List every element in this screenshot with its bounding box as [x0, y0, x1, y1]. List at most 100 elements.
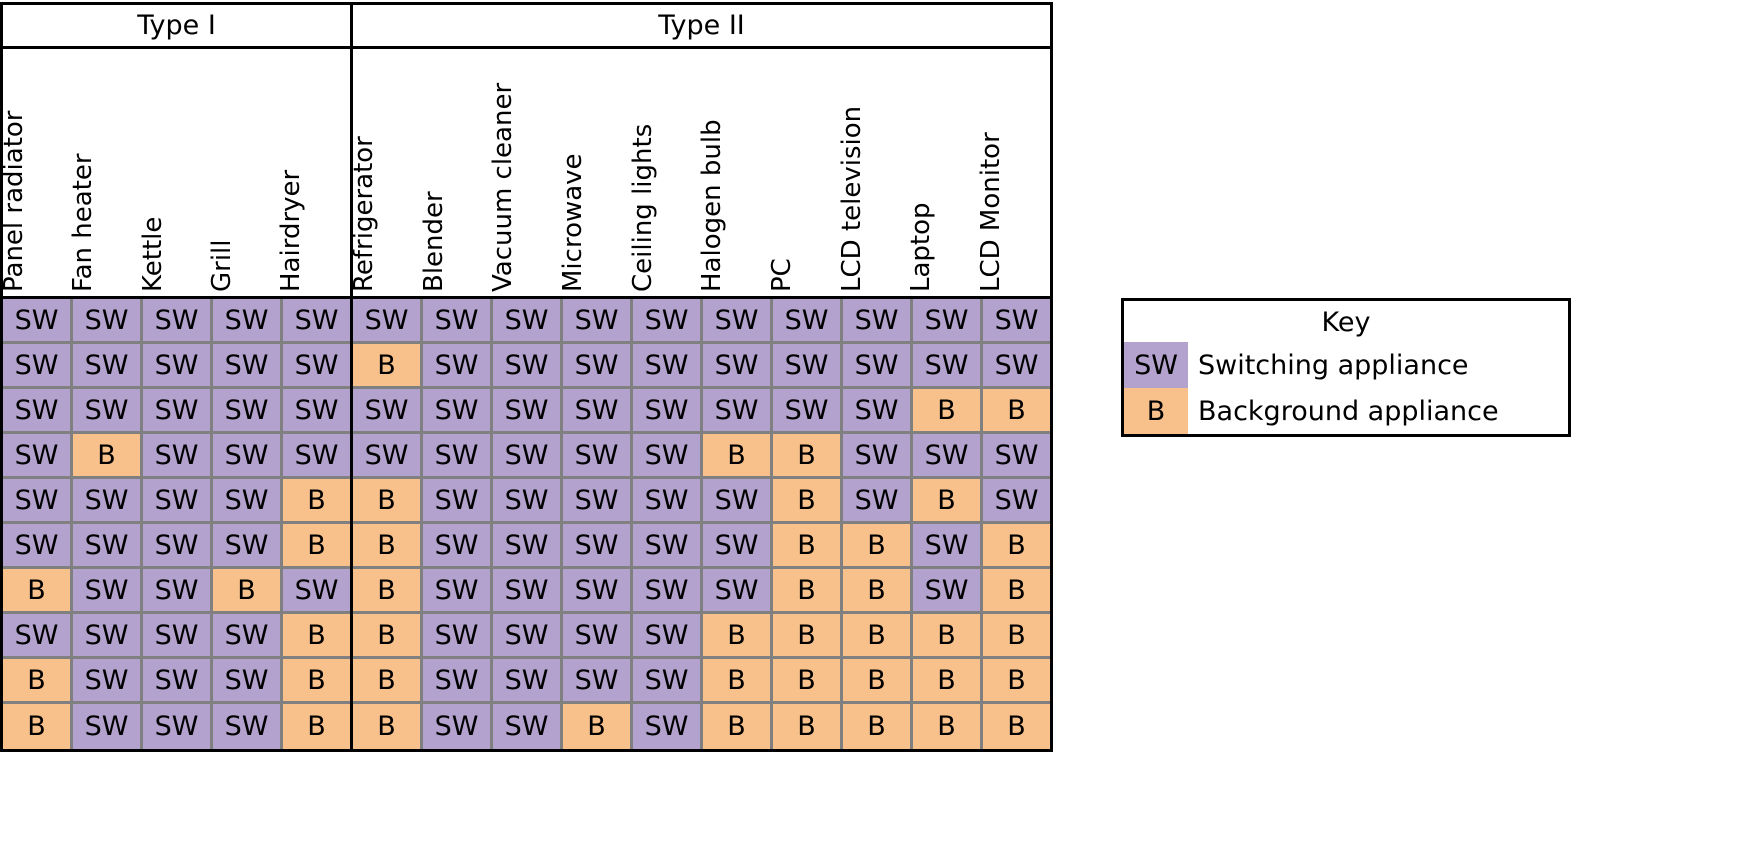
matrix-cell: SW — [633, 299, 703, 344]
matrix-cell: B — [283, 704, 350, 749]
matrix-cell: B — [843, 614, 913, 659]
matrix-cell: B — [913, 389, 983, 434]
matrix-cell: SW — [423, 704, 493, 749]
group-header-row: Type I Type II — [3, 5, 1050, 49]
appliance-matrix-table: Type I Type II Panel radiator Fan heater… — [0, 2, 1053, 752]
matrix-cell: SW — [563, 479, 633, 524]
matrix-cell: SW — [563, 614, 633, 659]
matrix-cell: SW — [73, 614, 143, 659]
column-header-label: Panel radiator — [0, 110, 29, 292]
matrix-cell: B — [703, 659, 773, 704]
matrix-cell: SW — [283, 569, 350, 614]
matrix-cell: B — [283, 659, 350, 704]
column-header-label: LCD Monitor — [976, 132, 1007, 292]
matrix-cell: SW — [3, 434, 73, 479]
matrix-cell: SW — [843, 389, 913, 434]
matrix-cell: B — [983, 704, 1050, 749]
matrix-cell: SW — [703, 479, 773, 524]
matrix-cell: B — [843, 659, 913, 704]
matrix-cell: SW — [983, 299, 1050, 344]
key-label-background: Background appliance — [1198, 395, 1499, 427]
matrix-cell: SW — [493, 704, 563, 749]
column-header-pc: PC — [767, 49, 841, 296]
column-header-label: LCD television — [836, 105, 867, 292]
matrix-cell: SW — [633, 704, 703, 749]
matrix-cell: SW — [73, 389, 143, 434]
column-header-label: Halogen bulb — [697, 119, 728, 292]
column-header-lcd-monitor: LCD Monitor — [976, 49, 1050, 296]
matrix-cell: SW — [353, 299, 423, 344]
matrix-cell: SW — [563, 434, 633, 479]
matrix-cell: SW — [703, 299, 773, 344]
matrix-cell: SW — [213, 524, 283, 569]
column-header-label: Fan heater — [68, 153, 99, 292]
group-header-type-ii: Type II — [353, 5, 1050, 46]
matrix-cell: SW — [3, 479, 73, 524]
matrix-cell: SW — [843, 299, 913, 344]
matrix-cell: SW — [73, 299, 143, 344]
matrix-cell: B — [913, 659, 983, 704]
matrix-cell: B — [353, 344, 423, 389]
matrix-cell: SW — [213, 659, 283, 704]
matrix-cell: SW — [213, 389, 283, 434]
matrix-cell: B — [213, 569, 283, 614]
key-row-switching: SW Switching appliance — [1124, 342, 1568, 388]
matrix-cell: SW — [353, 389, 423, 434]
matrix-cell: SW — [73, 524, 143, 569]
key-row-background: B Background appliance — [1124, 388, 1568, 434]
matrix-cell: SW — [563, 389, 633, 434]
matrix-cell: SW — [423, 389, 493, 434]
matrix-cell: SW — [143, 659, 213, 704]
matrix-cell: B — [843, 569, 913, 614]
matrix-cell: SW — [843, 434, 913, 479]
matrix-cell: SW — [143, 434, 213, 479]
matrix-cell: B — [3, 569, 73, 614]
matrix-cell: B — [353, 659, 423, 704]
column-header-label: PC — [767, 258, 798, 292]
matrix-cell: B — [3, 659, 73, 704]
matrix-cell: SW — [73, 344, 143, 389]
column-header-hairdryer: Hairdryer — [276, 49, 350, 296]
matrix-cell: SW — [703, 344, 773, 389]
matrix-cell: SW — [773, 389, 843, 434]
matrix-cell: SW — [633, 389, 703, 434]
matrix-cell: B — [283, 524, 350, 569]
matrix-cell: B — [983, 524, 1050, 569]
matrix-cell: SW — [423, 614, 493, 659]
matrix-cell: SW — [423, 344, 493, 389]
matrix-cell: SW — [423, 659, 493, 704]
matrix-cell: SW — [283, 299, 350, 344]
matrix-cell: B — [773, 569, 843, 614]
matrix-cell: B — [773, 614, 843, 659]
column-header-halogen-bulb: Halogen bulb — [697, 49, 772, 296]
column-header-fan-heater: Fan heater — [68, 49, 141, 296]
key-swatch-switching: SW — [1124, 342, 1188, 388]
matrix-cell: SW — [913, 299, 983, 344]
matrix-cell: SW — [913, 569, 983, 614]
column-header-label: Blender — [418, 191, 449, 292]
matrix-cell: SW — [703, 389, 773, 434]
column-header-label: Microwave — [557, 153, 588, 292]
matrix-cell: SW — [493, 479, 563, 524]
key-legend-box: Key SW Switching appliance B Background … — [1121, 298, 1571, 437]
matrix-cell: B — [843, 524, 913, 569]
matrix-cell: SW — [73, 704, 143, 749]
matrix-cell: B — [983, 659, 1050, 704]
matrix-cell: B — [353, 614, 423, 659]
column-header-ceiling-lights: Ceiling lights — [628, 49, 702, 296]
column-header-label: Vacuum cleaner — [488, 82, 519, 292]
matrix-cell: B — [913, 704, 983, 749]
matrix-cell: B — [773, 704, 843, 749]
